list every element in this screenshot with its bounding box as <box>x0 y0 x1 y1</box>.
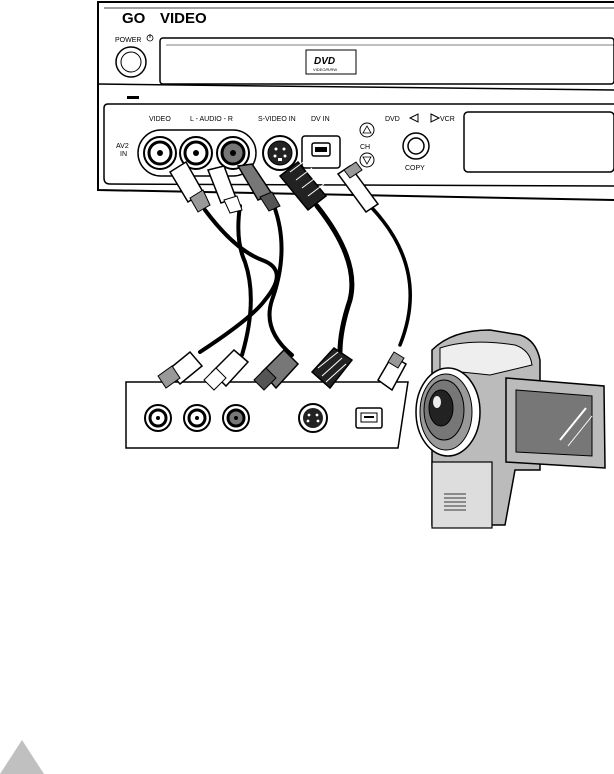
audio-label: L - AUDIO - R <box>190 116 233 123</box>
av2-label: AV2 <box>116 143 129 150</box>
page-corner-triangle <box>0 740 44 774</box>
audio-right-jack[interactable] <box>217 137 249 169</box>
indicator-led <box>127 96 139 99</box>
power-button[interactable] <box>116 47 146 77</box>
dvd-logo: DVD VIDEO/R/RW <box>306 50 356 74</box>
panel-audio-right-jack <box>223 405 249 431</box>
dvd-mode-label: DVD <box>385 116 400 123</box>
dv-in-jack[interactable] <box>302 136 340 168</box>
power-label: POWER <box>115 37 141 44</box>
brand-logo-suffix: VIDEO <box>160 10 207 27</box>
camcorder-output-panel <box>126 382 408 448</box>
in-label: IN <box>120 151 127 158</box>
channel-up-button[interactable] <box>360 123 374 137</box>
brand-logo: GO <box>122 10 146 27</box>
panel-dv-jack <box>356 408 382 428</box>
copy-button[interactable] <box>403 133 429 159</box>
panel-video-jack <box>145 405 171 431</box>
cables <box>200 206 410 355</box>
video-label: VIDEO <box>149 116 171 123</box>
dv-in-label: DV IN <box>311 116 330 123</box>
ch-label: CH <box>360 144 370 151</box>
vcr-mode-label: VCR <box>440 116 455 123</box>
panel-audio-left-jack <box>184 405 210 431</box>
panel-svideo-jack <box>299 404 327 432</box>
camcorder-lcd-screen <box>506 378 605 468</box>
video-jack[interactable] <box>144 137 176 169</box>
camcorder-lens <box>416 368 480 456</box>
svg-text:VIDEO/R/RW: VIDEO/R/RW <box>313 67 337 72</box>
camcorder <box>416 330 605 528</box>
svideo-label: S-VIDEO IN <box>258 116 296 123</box>
svideo-jack[interactable] <box>263 136 297 170</box>
svg-text:DVD: DVD <box>314 56 335 67</box>
display-window <box>464 112 614 172</box>
copy-label: COPY <box>405 165 425 172</box>
channel-down-button[interactable] <box>360 153 374 167</box>
